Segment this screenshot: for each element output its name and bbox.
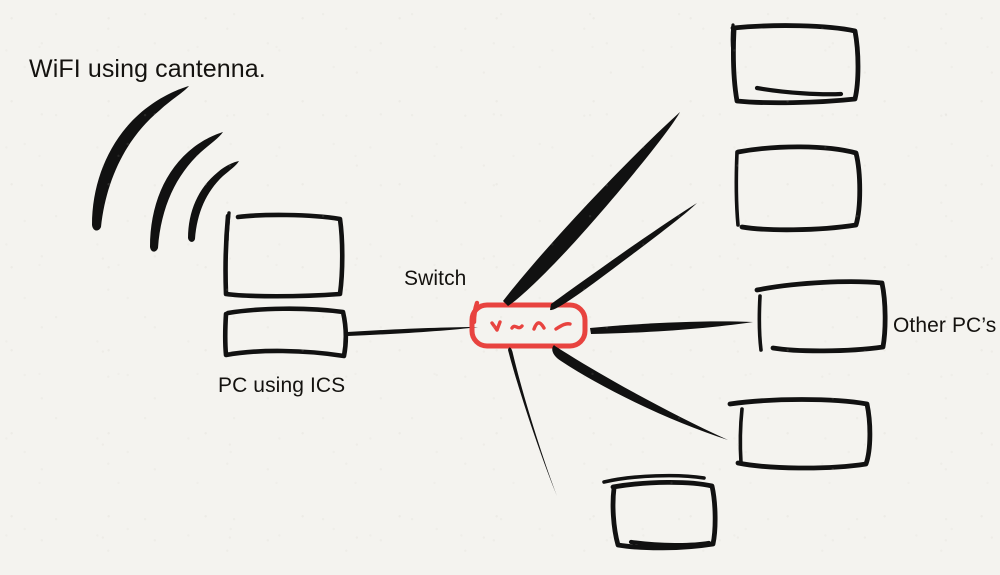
link-hostpc-switch <box>347 327 478 336</box>
link-switch-otherpc5 <box>508 347 557 496</box>
other-pc-2-left-edge <box>734 150 740 227</box>
other-pc-4-outline <box>727 397 873 471</box>
link-switch-otherpc1 <box>503 112 680 306</box>
switch-fanout-links <box>503 112 753 496</box>
node-switch[interactable] <box>469 300 588 349</box>
wifi-signal-arcs <box>92 86 239 252</box>
other-pc-4-left-edge <box>738 407 744 465</box>
other-pcs-label: Other PC’s <box>893 314 997 337</box>
switch-port-mark-3 <box>532 321 546 331</box>
host-pc-monitor-corner-flick <box>225 211 231 242</box>
switch-port-mark-2 <box>510 324 524 330</box>
wifi-arc-outer <box>92 86 189 231</box>
other-pc-2-outline <box>735 144 863 233</box>
wifi-arc-middle <box>150 132 223 252</box>
node-other-pc-4[interactable] <box>727 397 873 471</box>
other-pc-1-inner-base <box>754 85 844 97</box>
switch-label: Switch <box>404 267 467 290</box>
wifi-arc-inner <box>188 161 239 242</box>
node-other-pc-5[interactable] <box>602 473 718 551</box>
switch-port-mark-1 <box>490 320 502 332</box>
switch-body <box>469 302 588 349</box>
other-pc-5-inner-base <box>628 539 712 548</box>
other-pc-1-corner-flick <box>730 23 735 54</box>
switch-port-marks <box>490 320 572 332</box>
other-pc-5-outer-sketch <box>602 473 706 484</box>
host-pc-label: PC using ICS <box>218 374 346 397</box>
link-switch-otherpc2 <box>550 203 697 311</box>
other-pc-5-outline <box>610 479 718 551</box>
host-pc-base <box>222 306 349 359</box>
switch-corner-flick <box>471 300 480 325</box>
node-other-pc-3[interactable] <box>754 279 888 354</box>
switch-port-mark-4 <box>554 322 572 331</box>
host-pc-monitor <box>223 212 345 299</box>
other-pc-3-left-edge <box>757 294 763 352</box>
link-switch-otherpc3 <box>590 321 753 334</box>
other-pc-1-outline <box>730 23 861 106</box>
other-pc-3-outline <box>754 279 888 354</box>
node-other-pc-1[interactable] <box>730 23 861 106</box>
node-other-pc-2[interactable] <box>734 144 863 233</box>
node-host-pc[interactable] <box>222 211 349 359</box>
link-switch-otherpc4 <box>552 345 728 440</box>
diagram-title-label: WiFI using cantenna. <box>29 55 266 83</box>
